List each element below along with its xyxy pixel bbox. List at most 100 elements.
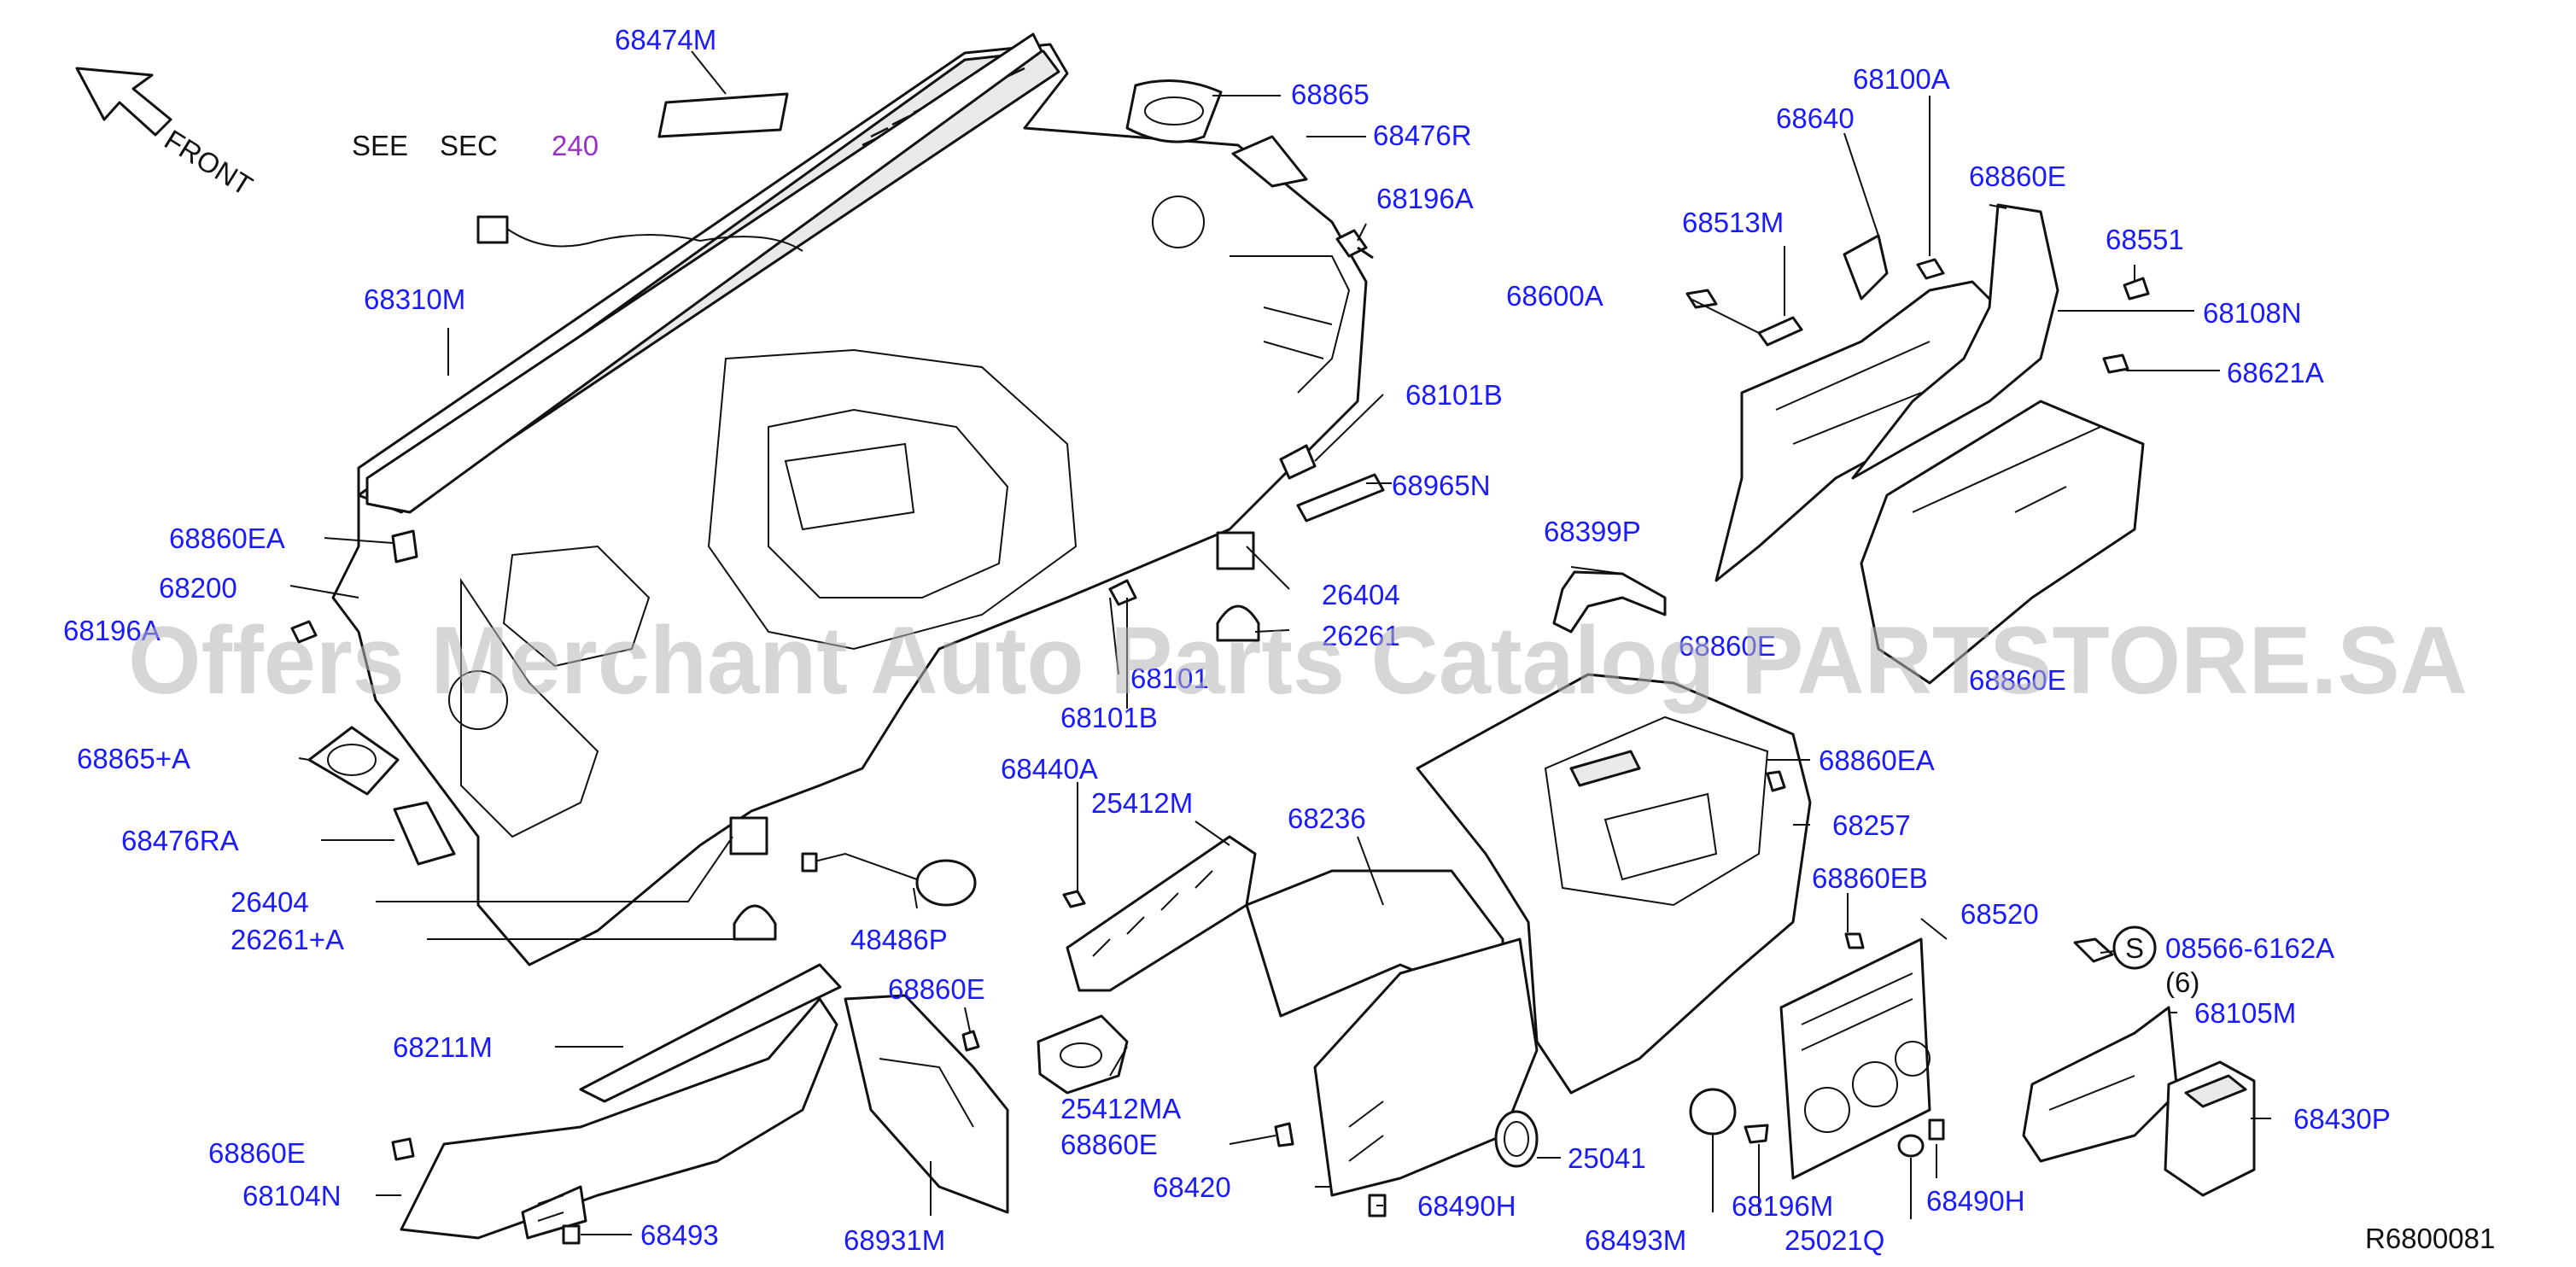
glove-box-lid	[1860, 400, 2145, 685]
callout-label: 25041	[1568, 1142, 1646, 1174]
callout-label: 68931M	[844, 1224, 945, 1256]
callout-label: 68101B	[1060, 702, 1158, 733]
callout-label: 68493M	[1585, 1224, 1686, 1256]
callout-label: 68860E	[1969, 161, 2066, 192]
callout-label: 68513M	[1682, 207, 1784, 238]
screw-icon	[1062, 890, 1086, 908]
callout-label: 68865+A	[77, 743, 190, 774]
callout-label: 68236	[1288, 803, 1366, 834]
trim-pad	[1231, 135, 1308, 188]
callout-label: 68100A	[1853, 63, 1950, 95]
cluster-lid	[1416, 673, 1812, 1095]
center-finisher	[1779, 937, 1931, 1180]
meter-hood	[1245, 869, 1539, 1197]
callout-label: 68860EA	[1819, 744, 1935, 776]
bolt-icon	[1685, 258, 2150, 374]
diagram-code: R6800081	[2365, 1223, 2495, 1254]
s-badge-icon: S	[2112, 925, 2157, 970]
lower-cover	[400, 997, 838, 1240]
callout-label: 68490H	[1417, 1190, 1516, 1222]
front-arrow-icon	[75, 67, 172, 137]
callout-label: 68474M	[615, 24, 716, 55]
callout-label: 68420	[1153, 1171, 1231, 1203]
label-plate	[657, 92, 789, 138]
lower-trim-strip	[579, 963, 842, 1103]
callout-label: 68101B	[1405, 379, 1503, 411]
defroster-grille	[365, 32, 1043, 514]
callout-label: 68211M	[393, 1031, 493, 1063]
harness-bracket	[1552, 570, 1667, 634]
callout-label: 68965N	[1392, 470, 1491, 501]
callout-label: 26261+A	[231, 924, 344, 955]
callout-label: 68196A	[63, 615, 161, 646]
callout-label: 68196A	[1376, 183, 1474, 214]
callout-label: 68196M	[1732, 1190, 1833, 1222]
callout-label: 68493	[640, 1219, 719, 1251]
callout-label: 68860E	[888, 973, 985, 1005]
switch-bracket	[1066, 835, 1257, 992]
callout-label: 68104N	[242, 1180, 342, 1212]
cap-icon	[562, 1224, 581, 1245]
callout-label: 68865	[1291, 79, 1370, 110]
callout-label: 68200	[159, 572, 237, 604]
callout-label: 25412MA	[1060, 1093, 1181, 1124]
callout-label: 68105M	[2194, 997, 2296, 1029]
callout-label: 68257	[1832, 809, 1911, 841]
wire-harness	[476, 215, 803, 252]
bolt-icon	[2073, 937, 2114, 963]
clip-icon	[1108, 579, 1137, 606]
callout-label: 68108N	[2203, 297, 2302, 329]
clip-icon	[1744, 770, 1945, 1158]
mounting-bracket	[1279, 444, 1385, 523]
speaker-grille	[1125, 79, 1223, 143]
callout-label: 68310M	[364, 283, 465, 315]
finisher-bracket	[2022, 1006, 2179, 1163]
glove-box-door-trim	[1851, 203, 2059, 480]
clip-icon	[290, 529, 1294, 1161]
sec-number-link[interactable]: 240	[552, 130, 599, 161]
callout-label: 68600A	[1506, 280, 1603, 312]
cap-disk	[1689, 1088, 1737, 1136]
sec-label: SEC	[440, 130, 498, 161]
switch-bracket-a	[1037, 1014, 1129, 1095]
callout-label: (6)	[2165, 966, 2199, 998]
callout-label: 68101	[1130, 663, 1209, 694]
callout-label: 68860E	[1969, 664, 2066, 696]
callout-label: 68440A	[1001, 753, 1098, 785]
callout-label: 48486P	[850, 924, 948, 955]
callout-label: 68621A	[2227, 357, 2324, 388]
trim-pad	[393, 801, 456, 866]
callout-labels: 68474M 68865 68476R 68196A 68310M 68100A…	[63, 24, 2391, 1256]
storage-pocket	[2164, 1060, 2256, 1197]
sensor-icon	[729, 531, 1260, 941]
callout-label: 68520	[1960, 898, 2039, 930]
watermark-text: Offers Merchant Auto Parts Catalog PARTS…	[128, 607, 2468, 714]
see-label: SEE	[352, 130, 408, 161]
socket-icon	[801, 852, 977, 907]
callout-label: 26404	[231, 886, 309, 918]
side-cover	[844, 994, 1009, 1214]
screw-icon	[1335, 229, 1374, 260]
callout-label: 08566-6162A	[2165, 932, 2334, 964]
callout-label: 68399P	[1544, 516, 1641, 547]
speaker-grille	[307, 726, 400, 796]
callout-label: 68476RA	[121, 825, 239, 856]
callout-label: 68860EB	[1812, 862, 1928, 894]
callout-label: 68430P	[2293, 1103, 2391, 1135]
callout-label: 68860E	[208, 1137, 306, 1169]
callout-label: 25021Q	[1785, 1224, 1884, 1256]
callout-label: 68860E	[1679, 630, 1776, 662]
leader-lines	[289, 50, 2271, 1235]
callout-label: 25412M	[1091, 787, 1193, 819]
front-label: FRONT	[159, 124, 258, 202]
callout-label: 68476R	[1373, 120, 1472, 151]
callout-label: 68860E	[1060, 1129, 1158, 1160]
callout-label: 26261	[1322, 620, 1400, 651]
callout-label: 68640	[1776, 102, 1855, 134]
svg-text:S: S	[2125, 932, 2144, 964]
callout-label: 26404	[1322, 579, 1400, 610]
callout-label: 68490H	[1926, 1185, 2025, 1217]
callout-label: 68551	[2106, 224, 2184, 255]
callout-label: 68860EA	[169, 523, 285, 554]
